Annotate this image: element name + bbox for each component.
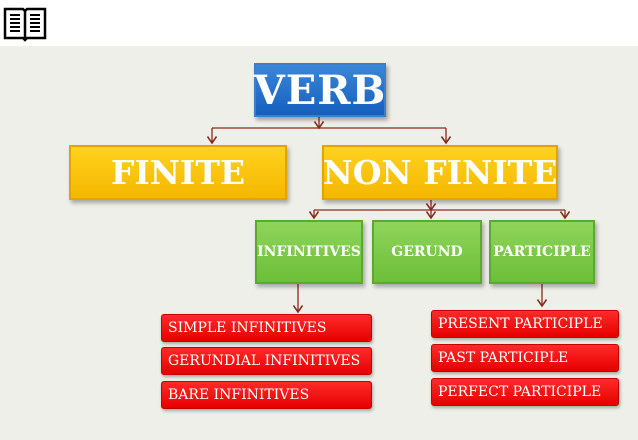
leaf-perfect-participle: PERFECT PARTICIPLE bbox=[431, 378, 619, 406]
top-bar bbox=[0, 0, 638, 46]
leaf-present-participle: PRESENT PARTICIPLE bbox=[431, 310, 619, 338]
node-participle: PARTICIPLE bbox=[489, 220, 595, 284]
node-verb: VERB bbox=[254, 63, 386, 117]
node-infinitives: INFINITIVES bbox=[255, 220, 363, 284]
leaf-past-participle: PAST PARTICIPLE bbox=[431, 344, 619, 372]
node-non-finite: NON FINITE bbox=[322, 145, 558, 200]
open-book-icon bbox=[3, 7, 47, 42]
node-finite: FINITE bbox=[69, 145, 287, 200]
leaf-bare-infinitives: BARE INFINITIVES bbox=[161, 381, 372, 409]
leaf-simple-infinitives: SIMPLE INFINITIVES bbox=[161, 314, 372, 342]
node-gerund: GERUND bbox=[372, 220, 482, 284]
leaf-gerundial-infinitives: GERUNDIAL INFINITIVES bbox=[161, 347, 372, 375]
